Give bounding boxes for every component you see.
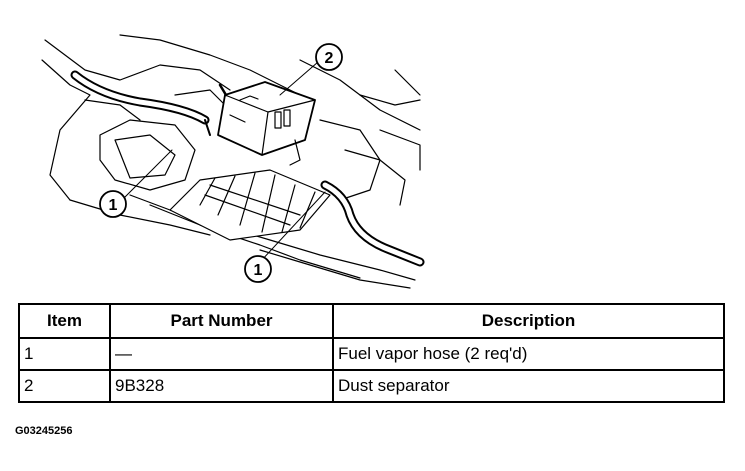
callout-1-left: 1 (99, 190, 127, 218)
callout-1-bottom-label: 1 (254, 262, 263, 279)
dust-separator (217, 81, 316, 166)
cell-description: Fuel vapor hose (2 req'd) (332, 337, 725, 371)
cell-item: 2 (18, 369, 111, 403)
header-item: Item (18, 303, 111, 339)
callout-1-bottom: 1 (244, 255, 272, 283)
callout-2: 2 (315, 43, 343, 71)
cell-part-number: 9B328 (109, 369, 334, 403)
chassis-frame (41, 34, 421, 289)
callout-2-label: 2 (325, 50, 334, 67)
component-illustration: 2 1 1 (41, 34, 425, 289)
cell-description: Dust separator (332, 369, 725, 403)
header-part-number: Part Number (109, 303, 334, 339)
parts-table: Item Part Number Description 1 — Fuel va… (18, 303, 725, 403)
table-row: 1 — Fuel vapor hose (2 req'd) (18, 337, 725, 371)
skid-grate (169, 169, 331, 241)
cell-part-number: — (109, 337, 334, 371)
figure-code: G03245256 (15, 425, 73, 437)
table-header-row: Item Part Number Description (18, 303, 725, 339)
cell-item: 1 (18, 337, 111, 371)
table-row: 2 9B328 Dust separator (18, 369, 725, 403)
callout-1-left-label: 1 (109, 197, 118, 214)
fuel-vapor-hose-left (70, 70, 211, 136)
fuel-vapor-hose-right (320, 180, 425, 267)
leader-lines (123, 61, 326, 263)
header-description: Description (332, 303, 725, 339)
